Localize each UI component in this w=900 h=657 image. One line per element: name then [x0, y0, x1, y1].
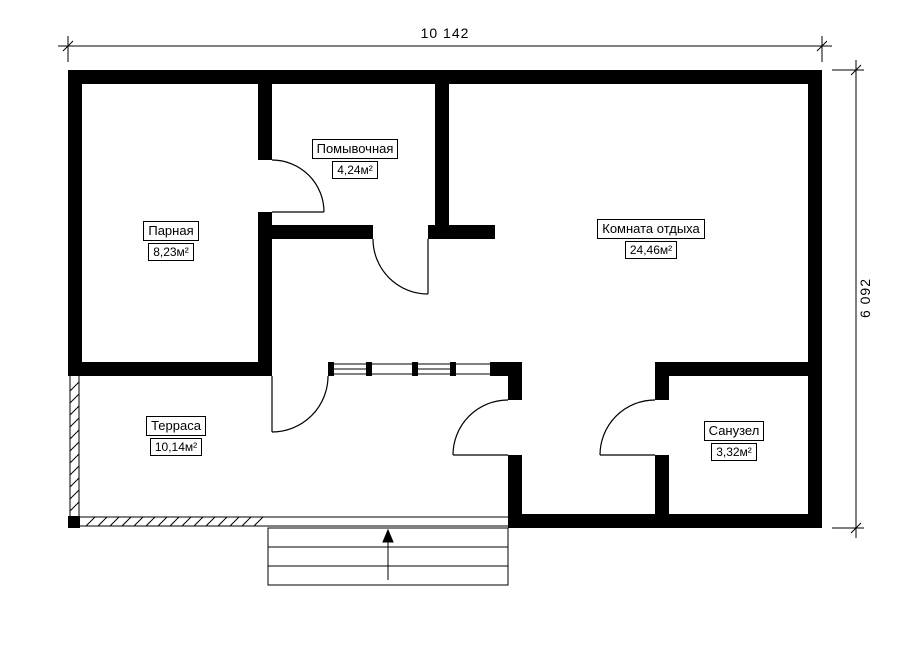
- room-name: Парная: [143, 221, 199, 241]
- wall-pomyvochnaya-right: [435, 84, 449, 239]
- window-cap: [450, 362, 456, 376]
- wall-terrace-rest-upper: [508, 362, 522, 400]
- window-terrace-1: [334, 363, 366, 375]
- wall-outer-right: [808, 70, 822, 528]
- terrace-edge-hatching: [69, 376, 508, 527]
- room-name: Санузел: [703, 421, 765, 441]
- window-terrace-2: [418, 363, 450, 375]
- room-area: 3,32м²: [711, 443, 757, 461]
- room-label-sanuzel: Санузел 3,32м²: [679, 421, 789, 461]
- window-cap: [412, 362, 418, 376]
- door-terrace-entry: [271, 375, 329, 433]
- wall-parnaya-right-upper: [258, 84, 272, 160]
- room-area: 10,14м²: [149, 438, 203, 456]
- stairs-direction-arrow-icon: [382, 528, 394, 580]
- room-area: 8,23м²: [148, 243, 194, 261]
- doors-layer: [271, 159, 656, 456]
- terrace-corner-post: [68, 516, 80, 528]
- room-label-pomyvochnaya: Помывочная 4,24м²: [300, 139, 410, 179]
- room-name: Помывочная: [311, 139, 399, 159]
- room-label-komnata-otdyha: Комната отдыха 24,46м²: [581, 219, 721, 259]
- room-area: 4,24м²: [332, 161, 378, 179]
- wall-parnaya-right-lower: [258, 212, 272, 376]
- door-parnaya: [271, 159, 325, 213]
- wall-outer-top: [68, 70, 822, 84]
- room-area: 24,46м²: [624, 241, 678, 259]
- room-name: Комната отдыха: [597, 219, 705, 239]
- door-terrace-side: [452, 399, 509, 456]
- wall-sanuzel-top: [655, 362, 822, 376]
- window-cap: [366, 362, 372, 376]
- wall-outer-left: [68, 70, 82, 376]
- wall-sanuzel-left-lower: [655, 455, 669, 528]
- room-name: Терраса: [146, 416, 206, 436]
- dimension-annotations: [58, 36, 864, 538]
- room-label-terrasa: Терраса 10,14м²: [121, 416, 231, 456]
- wall-terrace-top: [68, 362, 272, 376]
- dimension-width-label: 10 142: [420, 25, 470, 41]
- door-pomyvochnaya: [372, 238, 429, 295]
- door-sanuzel: [599, 399, 656, 456]
- dimension-height-label: 6 092: [857, 277, 873, 319]
- wall-pomyvochnaya-bottom-left: [272, 225, 373, 239]
- window-cap: [328, 362, 334, 376]
- windows-layer: [334, 363, 490, 375]
- stairs: [267, 527, 509, 586]
- room-label-parnaya: Парная 8,23м²: [116, 221, 226, 261]
- walls-layer: [68, 70, 822, 528]
- wall-terrace-rest-lower: [508, 455, 522, 528]
- wall-sanuzel-left-upper: [655, 376, 669, 400]
- window-span: [372, 363, 490, 375]
